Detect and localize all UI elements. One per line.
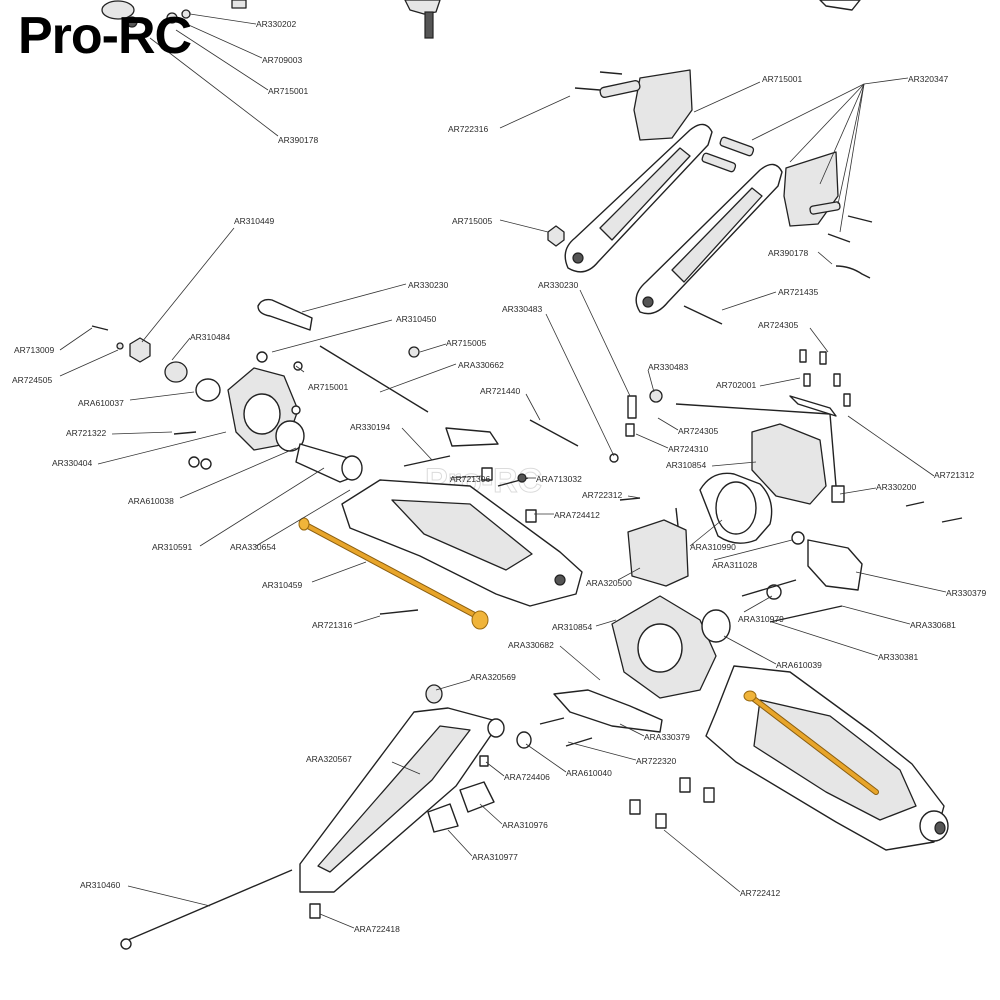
label-ara610038: ARA610038 — [128, 496, 174, 506]
label-ar330381: AR330381 — [878, 652, 918, 662]
label-ar310459: AR310459 — [262, 580, 302, 590]
label-ar330483-mid: AR330483 — [502, 304, 542, 314]
top-left-hardware — [101, 0, 861, 39]
label-ara724412: ARA724412 — [554, 510, 600, 520]
label-ar721316: AR721316 — [312, 620, 352, 630]
label-ara722418: ARA722418 — [354, 924, 400, 934]
label-ara320567: ARA320567 — [306, 754, 352, 764]
label-ar702001: AR702001 — [716, 380, 756, 390]
label-ar715001-right: AR715001 — [762, 74, 802, 84]
label-ar722412: AR722412 — [740, 888, 780, 898]
label-ar724310: AR724310 — [668, 444, 708, 454]
label-ar330404: AR330404 — [52, 458, 92, 468]
label-ar715005-right: AR715005 — [452, 216, 492, 226]
bulkhead-diff-assembly — [553, 349, 863, 733]
label-ar310854-right: AR310854 — [666, 460, 706, 470]
brand-logo: Pro-RC — [18, 7, 192, 65]
part-number-labels: AR330202 AR709003 AR715001 AR390178 AR71… — [12, 19, 986, 934]
label-ar721440: AR721440 — [480, 386, 520, 396]
label-ar330379-right: AR330379 — [946, 588, 986, 598]
label-ar721312: AR721312 — [934, 470, 974, 480]
leader-lines — [59, 13, 947, 929]
label-ara310979: ARA310979 — [738, 614, 784, 624]
label-ar330202: AR330202 — [256, 19, 296, 29]
label-ar330194: AR330194 — [350, 422, 390, 432]
label-ar715001-left: AR715001 — [308, 382, 348, 392]
hub-carrier-assembly — [91, 325, 420, 483]
label-ara724406: ARA724406 — [504, 772, 550, 782]
label-ar722312: AR722312 — [582, 490, 622, 500]
turnbuckle-links — [257, 298, 579, 487]
label-ar721322: AR721322 — [66, 428, 106, 438]
label-ar722320: AR722320 — [636, 756, 676, 766]
upper-arm-assembly — [547, 69, 873, 325]
label-ar713009: AR713009 — [14, 345, 54, 355]
label-ar320347: AR320347 — [908, 74, 948, 84]
label-ara320500: ARA320500 — [586, 578, 632, 588]
label-ar330200: AR330200 — [876, 482, 916, 492]
label-ar310591: AR310591 — [152, 542, 192, 552]
label-ar722316: AR722316 — [448, 124, 488, 134]
label-ar721435: AR721435 — [778, 287, 818, 297]
label-ara330662: ARA330662 — [458, 360, 504, 370]
label-ar310450: AR310450 — [396, 314, 436, 324]
label-ar709003: AR709003 — [262, 55, 302, 65]
label-ara311028: ARA311028 — [712, 560, 757, 570]
label-ar310484: AR310484 — [190, 332, 230, 342]
label-ara713032: ARA713032 — [536, 474, 582, 484]
label-ar721306: AR721306 — [450, 474, 490, 484]
label-ar715005-left: AR715005 — [446, 338, 486, 348]
label-ar310449: AR310449 — [234, 216, 274, 226]
label-ar330230-mid: AR330230 — [538, 280, 578, 290]
label-ara320569: ARA320569 — [470, 672, 516, 682]
driveshaft-highlight-right — [743, 690, 879, 795]
label-ara310976: ARA310976 — [502, 820, 548, 830]
label-ar724305-right: AR724305 — [758, 320, 798, 330]
label-ar310460: AR310460 — [80, 880, 120, 890]
label-ara330681: ARA330681 — [910, 620, 956, 630]
label-ara330654: ARA330654 — [230, 542, 276, 552]
label-ara310990: ARA310990 — [690, 542, 736, 552]
label-ar715001-top: AR715001 — [268, 86, 308, 96]
label-ar310854-mid: AR310854 — [552, 622, 592, 632]
label-ar724305-mid: AR724305 — [678, 426, 718, 436]
label-ar724505: AR724505 — [12, 375, 52, 385]
label-ar330230-left: AR330230 — [408, 280, 448, 290]
label-ara310977: ARA310977 — [472, 852, 518, 862]
label-ar330483-right: AR330483 — [648, 362, 688, 372]
label-ara610037: ARA610037 — [78, 398, 124, 408]
left-lower-arm — [341, 467, 583, 615]
label-ara330682: ARA330682 — [508, 640, 554, 650]
driveshaft-highlight-left — [298, 517, 489, 630]
label-ar390178-right: AR390178 — [768, 248, 808, 258]
label-ara330379-mid: ARA330379 — [644, 732, 690, 742]
label-ara610040: ARA610040 — [566, 768, 612, 778]
label-ara610039: ARA610039 — [776, 660, 822, 670]
label-ar390178-top: AR390178 — [278, 135, 318, 145]
